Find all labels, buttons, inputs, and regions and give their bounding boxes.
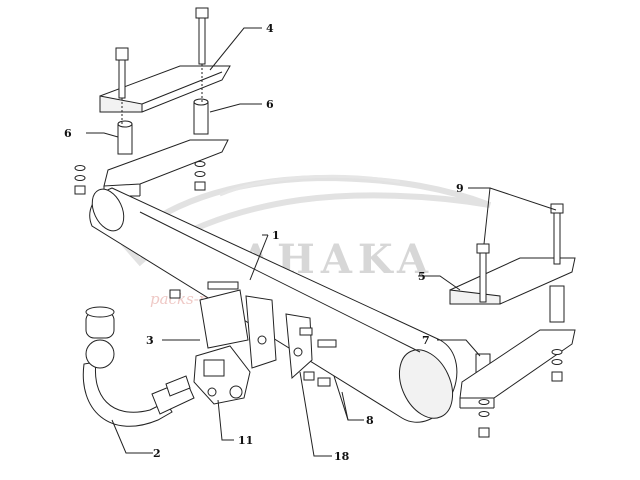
left-bolt-a: [118, 59, 126, 99]
callout-8: 8: [366, 414, 374, 427]
left-bolt-a-head: [115, 47, 129, 61]
callout-9: 9: [456, 182, 464, 195]
callout-4: 4: [266, 22, 274, 35]
watermark-car-roof: [219, 174, 401, 197]
left-spacer-a: [117, 123, 133, 155]
right-washers-b: [551, 349, 563, 382]
right-spacer-b: [549, 285, 565, 323]
left-washers-a: [74, 165, 86, 195]
callout-3: 3: [146, 334, 154, 347]
cross-bar-right-end: [398, 349, 454, 419]
right-washers-a: [478, 399, 490, 438]
callout-2: 2: [153, 447, 161, 460]
left-spacer-b: [193, 101, 209, 135]
bracket-bolts: [169, 281, 337, 387]
socket-cover: [203, 359, 225, 377]
callout-7: 7: [422, 334, 430, 347]
tow-ball-neck: [82, 306, 195, 427]
right-bolt-b: [553, 211, 561, 265]
cross-bar-left-end: [91, 188, 125, 232]
right-mounting-plate-assembly: [449, 203, 576, 438]
tow-ball-mount-bracket: [169, 281, 337, 387]
callout-18: 18: [334, 450, 350, 463]
left-bolt-b-head: [195, 7, 209, 19]
mount-rear-plate: [285, 313, 313, 380]
callout-5: 5: [418, 270, 426, 283]
leader-lines: [86, 27, 557, 457]
callout-labels: 1 2 3 4 5 6 6 7 8 9 11 18: [64, 22, 464, 463]
callout-11: 11: [238, 434, 253, 447]
left-washers-b: [194, 161, 206, 191]
tow-ball: [85, 339, 115, 369]
electrical-socket: [193, 345, 251, 405]
callout-6-left: 6: [64, 127, 72, 140]
callout-6-right: 6: [266, 98, 274, 111]
tow-neck-collar: [165, 375, 191, 397]
left-bolt-b: [198, 17, 206, 65]
right-bolt-a-head: [476, 243, 490, 254]
main-cross-bar: [89, 187, 458, 423]
tow-neck-arm: [82, 361, 173, 427]
left-upper-plate-edge: [99, 95, 143, 113]
callout-1: 1: [272, 229, 280, 242]
cross-bar-tube: [89, 187, 458, 423]
left-mounting-plate-assembly: [74, 7, 231, 197]
right-bolt-a: [479, 251, 487, 303]
mount-side-plate: [245, 295, 277, 369]
mount-plate: [199, 289, 249, 349]
